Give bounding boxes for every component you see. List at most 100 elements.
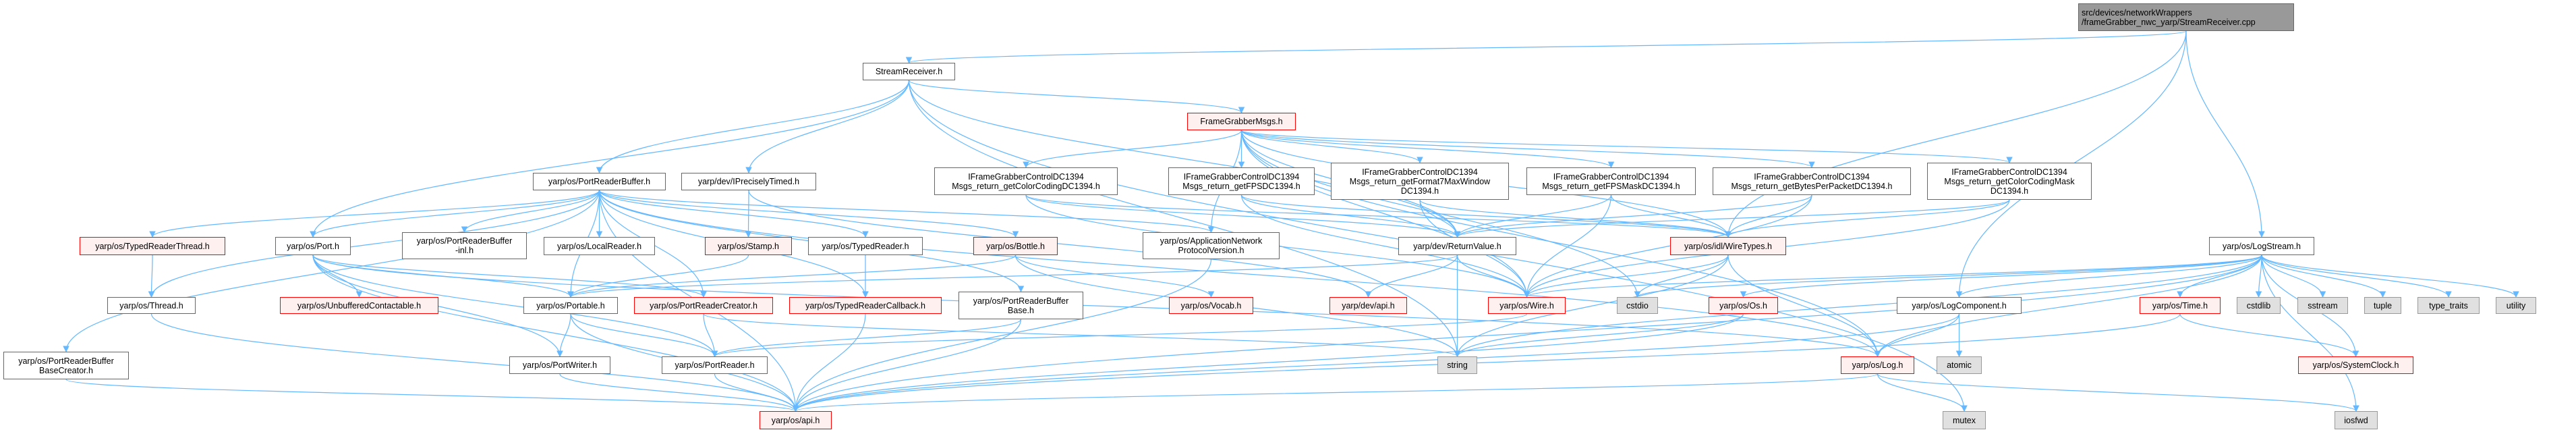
edge-prb-to-port <box>310 190 600 238</box>
edge-port-to-pr <box>312 254 718 357</box>
edge-root-to-wt <box>1725 30 2187 238</box>
graph-node-prc[interactable]: yarp/os/PortReaderCreator.h <box>634 297 773 314</box>
edge-wt-to-string <box>1454 254 1729 357</box>
graph-node-ifg_bpp[interactable]: IFrameGrabberControlDC1394 Msgs_return_g… <box>1713 167 1911 195</box>
edge-bottle-to-vocab <box>1014 254 1215 298</box>
edge-trc-to-api <box>792 313 866 412</box>
edge-ifg_fpsm-to-rv <box>1454 194 1612 238</box>
edge-wt-to-cstdio <box>1634 254 1729 298</box>
edge-prbb-to-pr <box>711 319 1022 357</box>
graph-node-ifg_fps[interactable]: IFrameGrabberControlDC1394 Msgs_return_g… <box>1168 167 1315 195</box>
edge-wt-to-wire <box>1523 254 1729 298</box>
edge-prb-to-tr <box>598 190 869 238</box>
graph-node-root: src/devices/networkWrappers /frameGrabbe… <box>2078 3 2294 31</box>
edge-prb-to-trt <box>149 190 600 238</box>
edge-portable-to-pr <box>570 313 718 357</box>
edge-lc-to-log <box>1874 313 1960 357</box>
graph-node-ifg_fpsm[interactable]: IFrameGrabberControlDC1394 Msgs_return_g… <box>1526 167 1696 195</box>
graph-node-ls[interactable]: yarp/os/LogStream.h <box>2209 237 2314 255</box>
edge-log-to-api <box>793 373 1879 412</box>
edge-sr-to-ipt <box>745 80 910 173</box>
graph-node-uc[interactable]: yarp/os/UnbufferedContactable.h <box>280 297 438 314</box>
graph-node-tuple: tuple <box>2364 297 2401 314</box>
graph-node-iosfwd: iosfwd <box>2335 411 2378 429</box>
graph-node-sc[interactable]: yarp/os/SystemClock.h <box>2298 356 2413 374</box>
graph-node-trt[interactable]: yarp/os/TypedReaderThread.h <box>80 237 225 255</box>
graph-node-portable[interactable]: yarp/os/Portable.h <box>523 297 618 314</box>
edge-ifg_ccm-to-wt <box>1725 199 2010 238</box>
edge-bottle-to-portable <box>567 254 1017 298</box>
graph-node-pw[interactable]: yarp/os/PortWriter.h <box>509 356 610 374</box>
edge-os-to-api <box>792 313 1744 412</box>
graph-node-atomic: atomic <box>1937 356 1982 374</box>
edge-ls-to-os <box>1740 254 2262 298</box>
edge-rv-to-wire <box>1456 254 1530 298</box>
graph-node-prbb[interactable]: yarp/os/PortReaderBuffer Base.h <box>958 292 1083 319</box>
edge-fgm-to-wire <box>1240 130 1530 298</box>
graph-node-bottle[interactable]: yarp/os/Bottle.h <box>973 237 1058 255</box>
edge-fgm-to-ifg_bpp <box>1240 130 1815 168</box>
edge-port-to-uc <box>312 254 363 298</box>
graph-node-prbbc[interactable]: yarp/os/PortReaderBuffer BaseCreator.h <box>3 352 129 379</box>
edge-ls-to-wire <box>1524 254 2262 298</box>
edge-ls-to-log <box>1874 254 2262 357</box>
edge-prbb-to-api <box>792 319 1022 412</box>
edge-sr-to-rv <box>908 80 1461 238</box>
edge-wt-to-log <box>1727 254 1881 357</box>
edge-root-to-ls <box>2185 30 2265 238</box>
graph-node-wt[interactable]: yarp/os/idl/WireTypes.h <box>1670 237 1786 255</box>
edge-sr-to-fgm <box>908 80 1245 113</box>
graph-node-wire[interactable]: yarp/os/Wire.h <box>1488 297 1566 314</box>
edge-lc-to-api <box>792 313 1960 412</box>
graph-node-fgm[interactable]: FrameGrabberMsgs.h <box>1187 113 1296 130</box>
graph-node-rv[interactable]: yarp/dev/ReturnValue.h <box>1398 237 1516 255</box>
edge-ifg_f7-to-wt <box>1419 199 1731 238</box>
edge-port-to-prc <box>312 254 707 298</box>
edge-port-to-log <box>312 254 1881 357</box>
edge-prb-to-thread <box>148 190 600 298</box>
edge-portable-to-pw <box>556 313 571 357</box>
edge-ls-to-tuple <box>2261 254 2386 298</box>
edge-ifg_bpp-to-rv <box>1454 194 1812 238</box>
graph-node-string: string <box>1437 356 1477 374</box>
graph-node-stamp[interactable]: yarp/os/Stamp.h <box>705 237 792 255</box>
graph-node-trc[interactable]: yarp/os/TypedReaderCallback.h <box>789 297 942 314</box>
edge-time-to-sc <box>2179 313 2359 357</box>
graph-node-vocab[interactable]: yarp/os/Vocab.h <box>1169 297 1253 314</box>
edge-pw-to-api <box>559 373 799 412</box>
graph-node-ipt[interactable]: yarp/dev/IPreciselyTimed.h <box>681 173 816 190</box>
graph-node-tr[interactable]: yarp/os/TypedReader.h <box>808 237 923 255</box>
graph-node-pr[interactable]: yarp/os/PortReader.h <box>662 356 768 374</box>
edge-ls-to-api <box>792 254 2262 412</box>
graph-node-lr[interactable]: yarp/os/LocalReader.h <box>544 237 655 255</box>
graph-node-port[interactable]: yarp/os/Port.h <box>275 237 351 255</box>
graph-node-thread[interactable]: yarp/os/Thread.h <box>107 297 196 314</box>
graph-node-devapi[interactable]: yarp/dev/api.h <box>1329 297 1407 314</box>
edge-sr-to-prb <box>596 80 910 173</box>
graph-node-prb[interactable]: yarp/os/PortReaderBuffer.h <box>533 173 666 190</box>
graph-node-ifg_f7[interactable]: IFrameGrabberControlDC1394 Msgs_return_g… <box>1331 163 1509 200</box>
edge-prb-to-prbbc <box>63 190 600 352</box>
graph-node-api[interactable]: yarp/os/api.h <box>760 411 832 429</box>
graph-node-log[interactable]: yarp/os/Log.h <box>1841 356 1914 374</box>
edge-fgm-to-ifg_ccm <box>1240 130 2013 163</box>
edge-ifg_fpsm-to-wire <box>1523 194 1612 298</box>
graph-node-anpv[interactable]: yarp/os/ApplicationNetwork ProtocolVersi… <box>1143 232 1280 259</box>
edge-ls-to-sstream <box>2261 254 2326 298</box>
edge-thread-to-api <box>150 313 799 412</box>
edge-stamp-to-portable <box>567 254 749 298</box>
graph-node-os[interactable]: yarp/os/Os.h <box>1709 297 1778 314</box>
edge-fgm-to-ifg_cc <box>1023 130 1242 168</box>
graph-node-sr[interactable]: StreamReceiver.h <box>863 63 955 80</box>
graph-node-ifg_cc[interactable]: IFrameGrabberControlDC1394 Msgs_return_g… <box>934 167 1118 195</box>
graph-node-ifg_ccm[interactable]: IFrameGrabberControlDC1394 Msgs_return_g… <box>1927 163 2092 200</box>
graph-node-tt: type_traits <box>2417 297 2480 314</box>
graph-node-prbinl[interactable]: yarp/os/PortReaderBuffer -inl.h <box>402 232 527 259</box>
edge-time-to-api <box>792 313 2181 412</box>
edge-log-to-iosfwd <box>1877 373 2359 412</box>
edge-prb-to-bottle <box>598 190 1019 238</box>
graph-node-lc[interactable]: yarp/os/LogComponent.h <box>1897 297 2022 314</box>
edge-ls-to-lc <box>1955 254 2262 298</box>
graph-node-time[interactable]: yarp/os/Time.h <box>2140 297 2221 314</box>
